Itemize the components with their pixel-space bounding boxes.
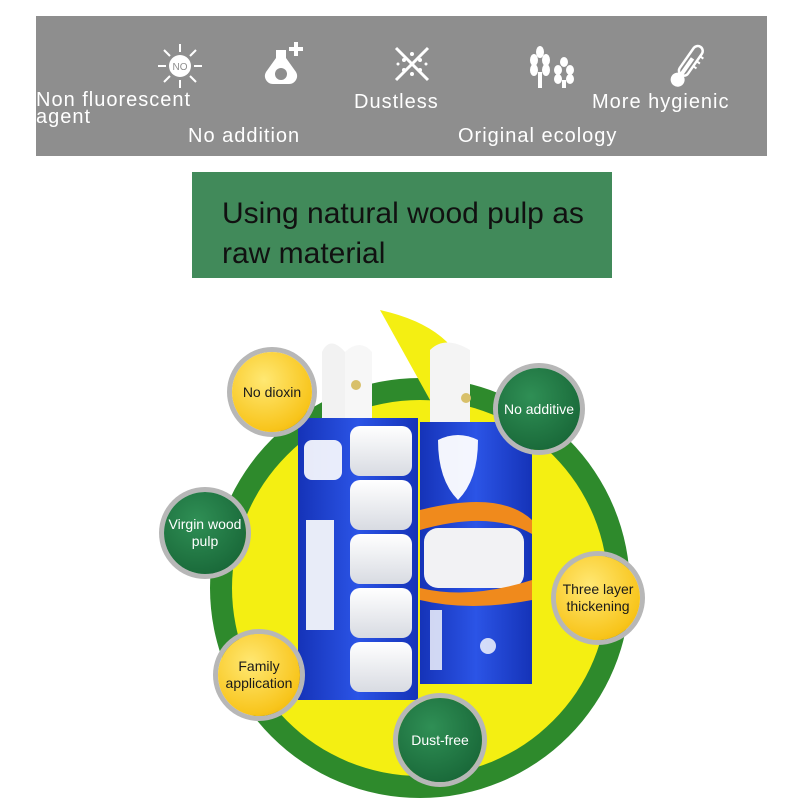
title-box: Using natural wood pulp as raw material [192,172,612,278]
badge-no-additive: No additive [498,368,580,450]
wheat-icon [530,46,574,88]
feature-label-original-ecology: Original ecology [458,125,618,147]
badge-family-application: Family application [218,634,300,716]
dust-cross-icon [394,46,430,82]
page-title: Using natural wood pulp as raw material [222,197,584,270]
feature-label-no-addition: No addition [188,125,301,147]
feature-label-dustless: Dustless [354,91,439,113]
badge-virgin-wood-pulp: Virgin wood pulp [164,492,246,574]
tissue-package-right [420,342,532,684]
feature-label-more-hygienic: More hygienic [592,91,730,113]
flask-plus-icon [264,42,303,85]
badge-dust-free: Dust-free [398,698,482,782]
badge-three-layer-thickening: Three layer thickening [556,556,640,640]
badge-no-dioxin: No dioxin [232,352,312,432]
tissue-package-left [298,343,418,700]
no-fluorescent-sun-icon: NO [158,44,202,88]
feature-label-non-fluorescent: Non fluorescent agent [36,89,192,128]
features-banner: NO [36,16,767,156]
thermometer-icon [670,44,704,87]
svg-text:NO: NO [173,62,188,73]
product-illustration [210,310,630,798]
